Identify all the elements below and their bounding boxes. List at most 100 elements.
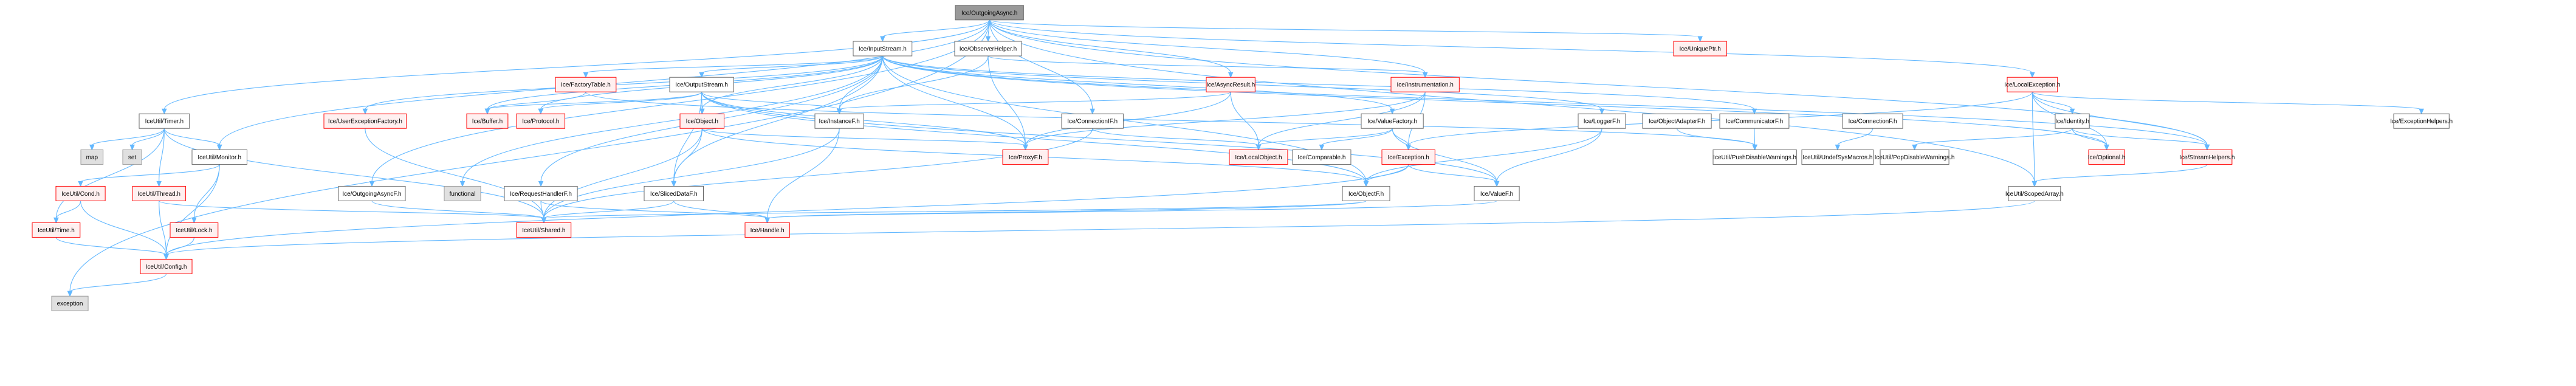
node-outputstream[interactable]: Ice/OutputStream.h: [669, 77, 734, 92]
node-label: IceUtil/Config.h: [146, 264, 187, 271]
node-label: IceUtil/PushDisableWarnings.h: [1713, 154, 1796, 161]
node-connectionf[interactable]: Ice/ConnectionF.h: [1842, 113, 1903, 129]
edge-lock-to-config: [165, 237, 194, 255]
node-label: IceUtil/Lock.h: [176, 227, 212, 234]
node-exception[interactable]: Ice/Exception.h: [1381, 149, 1435, 165]
node-popdisable[interactable]: IceUtil/PopDisableWarnings.h: [1875, 149, 1955, 165]
node-time[interactable]: IceUtil/Time.h: [32, 222, 81, 238]
node-shared[interactable]: IceUtil/Shared.h: [516, 222, 572, 238]
node-label: Ice/LoggerF.h: [1584, 119, 1621, 125]
node-instrumentation[interactable]: Ice/Instrumentation.h: [1390, 77, 1460, 92]
node-functional[interactable]: functional: [444, 185, 481, 201]
edge-valuefactory-to-valuef: [1392, 128, 1497, 182]
node-sliceddataf[interactable]: Ice/SlicedDataF.h: [644, 185, 704, 201]
node-box: [1206, 77, 1255, 92]
node-localobject[interactable]: Ice/LocalObject.h: [1229, 149, 1288, 165]
node-communicatorf[interactable]: Ice/CommunicatorF.h: [1719, 113, 1790, 129]
node-box: [1474, 185, 1520, 201]
node-box: [2088, 149, 2125, 165]
node-scopedarray[interactable]: IceUtil/ScopedArray.h: [2005, 185, 2064, 201]
arrowhead-icon: [541, 217, 547, 224]
node-connectionif[interactable]: Ice/ConnectionIF.h: [1061, 113, 1124, 129]
node-map[interactable]: map: [80, 149, 104, 165]
node-objectf[interactable]: Ice/ObjectF.h: [1342, 185, 1390, 201]
edge-identity-to-streamhelpers: [2072, 128, 2208, 146]
arrowhead-icon: [2030, 72, 2035, 78]
edge-inputstream-to-communicatorf: [882, 55, 1755, 110]
node-proxyf[interactable]: Ice/ProxyF.h: [1002, 149, 1049, 165]
edge-loggerf-to-objectf: [1365, 128, 1602, 182]
node-observerhelper[interactable]: Ice/ObserverHelper.h: [954, 41, 1022, 57]
node-box: [140, 258, 193, 274]
node-cond[interactable]: IceUtil/Cond.h: [55, 185, 106, 201]
edge-thread-to-shared: [159, 200, 544, 219]
edge-connectionif-to-shared: [543, 128, 1093, 219]
node-loggerf[interactable]: Ice/LoggerF.h: [1578, 113, 1626, 129]
edge-outputstream-to-sliceddataf: [673, 92, 702, 182]
node-label: Ice/SlicedDataF.h: [650, 191, 698, 198]
node-factorytable[interactable]: Ice/FactoryTable.h: [555, 77, 617, 92]
node-handle[interactable]: Ice/Handle.h: [744, 222, 790, 238]
node-outgoingasyncf[interactable]: Ice/OutgoingAsyncF.h: [338, 185, 406, 201]
node-uniqueptr[interactable]: Ice/UniquePtr.h: [1673, 41, 1727, 57]
edge-instancef-to-shared: [543, 128, 840, 219]
node-monitor[interactable]: IceUtil/Monitor.h: [191, 149, 247, 165]
node-object[interactable]: Ice/Object.h: [679, 113, 725, 129]
node-box: [504, 185, 578, 201]
node-objectadapterf[interactable]: Ice/ObjectAdapterF.h: [1642, 113, 1712, 129]
node-box: [2008, 185, 2061, 201]
node-label: Ice/UniquePtr.h: [1679, 46, 1720, 53]
node-valuef[interactable]: Ice/ValueF.h: [1474, 185, 1520, 201]
node-label: Ice/RequestHandlerF.h: [510, 191, 572, 198]
node-box: [1712, 149, 1797, 165]
edge-inputstream-to-factorytable: [585, 55, 883, 74]
arrowhead-icon: [699, 108, 705, 115]
edge-root-to-connectionif: [989, 19, 1093, 110]
node-box: [32, 222, 81, 238]
node-identity[interactable]: Ice/Identity.h: [2055, 113, 2090, 129]
edge-root-to-scopedarray: [989, 19, 2035, 182]
edge-objectadapterf-to-pushdisable: [1677, 128, 1756, 146]
arrowhead-icon: [2104, 144, 2109, 151]
node-root[interactable]: Ice/OutgoingAsync.h: [955, 5, 1024, 21]
node-pushdisable[interactable]: IceUtil/PushDisableWarnings.h: [1712, 149, 1797, 165]
arrowhead-icon: [1406, 144, 1411, 151]
node-optional[interactable]: Ice/Optional.h: [2088, 149, 2126, 165]
node-label: IceUtil/ScopedArray.h: [2005, 191, 2064, 198]
edge-objectf-to-shared: [543, 200, 1367, 219]
node-protocol[interactable]: Ice/Protocol.h: [516, 113, 566, 129]
node-exceptionhelpers[interactable]: Ice/ExceptionHelpers.h: [2390, 113, 2453, 129]
edge-object-to-proxyf: [701, 128, 1026, 146]
node-lock[interactable]: IceUtil/Lock.h: [170, 222, 219, 238]
node-instancef[interactable]: Ice/InstanceF.h: [814, 113, 864, 129]
node-undefsys[interactable]: IceUtil/UndefSysMacros.h: [1801, 149, 1874, 165]
edge-factorytable-to-buffer: [487, 91, 586, 110]
node-box: [669, 77, 734, 92]
edge-inputstream-to-functional: [462, 55, 883, 182]
edge-exception-to-config: [165, 164, 1409, 255]
node-thread[interactable]: IceUtil/Thread.h: [132, 185, 186, 201]
arrowhead-icon: [1697, 36, 1703, 43]
node-requesthandlerf[interactable]: Ice/RequestHandlerF.h: [504, 185, 578, 201]
node-buffer[interactable]: Ice/Buffer.h: [466, 113, 509, 129]
node-streamhelpers[interactable]: Ice/StreamHelpers.h: [2179, 149, 2235, 165]
edge-asyncresult-to-instancef: [839, 91, 1231, 110]
node-box: [1801, 149, 1874, 165]
node-label: IceUtil/Shared.h: [522, 227, 565, 234]
edge-timer-to-time: [55, 128, 165, 219]
node-localexception[interactable]: Ice/LocalException.h: [2004, 77, 2060, 92]
node-valuefactory[interactable]: Ice/ValueFactory.h: [1361, 113, 1424, 129]
node-asyncresult[interactable]: Ice/AsyncResult.h: [1206, 77, 1255, 92]
node-exceptionstd[interactable]: exception: [51, 295, 89, 311]
node-set[interactable]: set: [122, 149, 142, 165]
node-comparable[interactable]: Ice/Comparable.h: [1292, 149, 1352, 165]
arrowhead-icon: [583, 72, 589, 78]
edge-outgoingasyncf-to-shared: [371, 200, 544, 219]
node-userexfactory[interactable]: Ice/UserExceptionFactory.h: [323, 113, 407, 129]
node-timer[interactable]: IceUtil/Timer.h: [139, 113, 190, 129]
node-inputstream[interactable]: Ice/InputStream.h: [853, 41, 913, 57]
node-box: [744, 222, 790, 238]
node-config[interactable]: IceUtil/Config.h: [140, 258, 193, 274]
node-box: [80, 149, 104, 165]
node-label: IceUtil/Timer.h: [145, 119, 184, 125]
